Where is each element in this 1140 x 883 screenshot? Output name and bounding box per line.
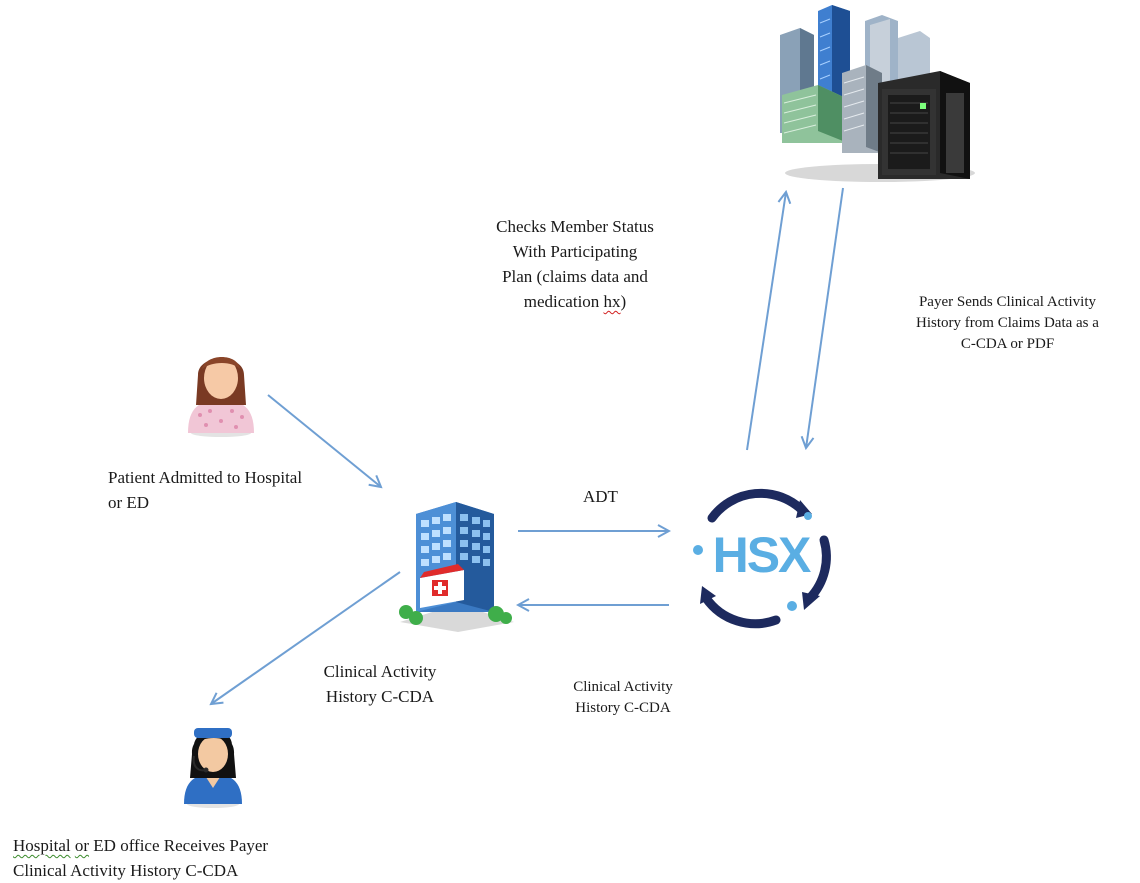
cah-right-line1: Clinical Activity bbox=[573, 679, 673, 695]
checks-member-line4: medication hx) bbox=[470, 289, 680, 314]
adt-label: ADT bbox=[583, 484, 618, 509]
cah-left-label: Clinical Activity History C-CDA bbox=[300, 659, 460, 709]
cah-left-line2: History C-CDA bbox=[325, 687, 435, 706]
hsx-logo-text: HSX bbox=[713, 527, 811, 583]
payer-sends-label: Payer Sends Clinical Activity History fr… bbox=[880, 292, 1135, 355]
datacenter-icon bbox=[780, 5, 975, 182]
staff-icon bbox=[184, 728, 242, 808]
adt-text: ADT bbox=[583, 487, 618, 506]
hsx-logo-icon: HSX bbox=[693, 488, 831, 629]
cah-right-label: Clinical Activity History C-CDA bbox=[548, 677, 698, 719]
patient-admitted-line2: or ED bbox=[108, 493, 150, 512]
payer-sends-line1: Payer Sends Clinical Activity bbox=[918, 294, 1097, 310]
patient-admitted-label: Patient Admitted to Hospital or ED bbox=[108, 465, 302, 515]
arrow-hospital-to-staff bbox=[211, 571, 401, 704]
checks-member-label: Checks Member Status With Participating … bbox=[470, 214, 680, 314]
hospital-receives-label: Hospital or ED office Receives Payer Cli… bbox=[13, 833, 268, 883]
checks-member-line2: With Participating bbox=[512, 242, 638, 261]
cah-left-line1: Clinical Activity bbox=[323, 662, 437, 681]
arrow-hsx-to-payer bbox=[746, 192, 786, 451]
patient-admitted-line1: Patient Admitted to Hospital bbox=[108, 468, 303, 487]
hospital-receives-line1: Hospital or ED office Receives Payer bbox=[13, 833, 268, 858]
checks-member-line3: Plan (claims data and bbox=[502, 267, 648, 286]
checks-member-line1: Checks Member Status bbox=[496, 217, 654, 236]
checks-member-line4-pre: medication bbox=[523, 292, 604, 311]
arrow-patient-to-hospital bbox=[267, 394, 381, 487]
checks-member-line4-post: ) bbox=[620, 292, 627, 311]
hospital-receives-w1: Hospital bbox=[13, 836, 71, 855]
cah-right-line2: History C-CDA bbox=[575, 700, 671, 716]
checks-member-line4-hx: hx bbox=[603, 292, 621, 311]
payer-sends-line2: History from Claims Data as a bbox=[916, 315, 1099, 331]
payer-sends-line3: C-CDA or PDF bbox=[960, 336, 1055, 352]
arrow-payer-to-hsx bbox=[806, 187, 844, 448]
hospital-receives-rest: ED office Receives Payer bbox=[89, 836, 269, 855]
patient-icon bbox=[188, 357, 254, 437]
hospital-receives-line2: Clinical Activity History C-CDA bbox=[13, 861, 239, 880]
hospital-icon bbox=[399, 502, 514, 632]
hospital-receives-w2: or bbox=[74, 836, 90, 855]
